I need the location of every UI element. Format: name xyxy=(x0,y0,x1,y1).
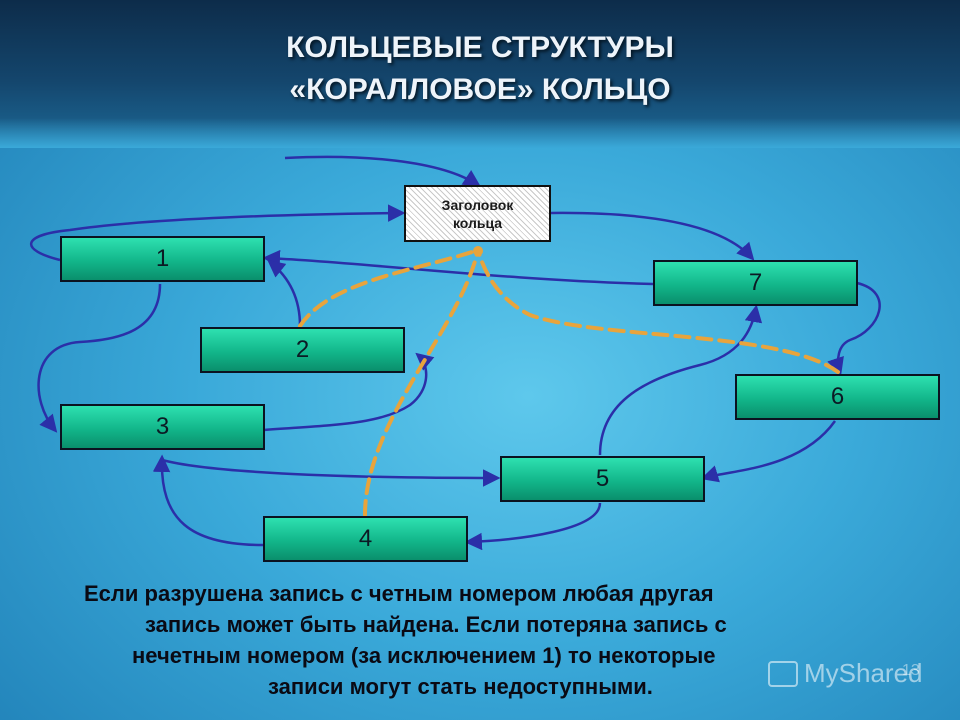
ring-node-3: 3 xyxy=(60,404,265,450)
dashed-link-2-to-header xyxy=(298,248,480,328)
caption-line-3: нечетным номером (за исключением 1) то н… xyxy=(132,643,716,668)
link-3-to-5 xyxy=(161,458,501,487)
link-4-to-3 xyxy=(152,454,264,547)
watermark-text: MyShared xyxy=(804,658,923,688)
link-5-to-7 xyxy=(598,304,763,456)
slide-header-band xyxy=(0,0,960,148)
ring-header-line2: кольца xyxy=(452,214,503,231)
link-header-to-7 xyxy=(550,211,755,261)
ring-node-4: 4 xyxy=(263,516,468,562)
dashed-links-junction xyxy=(473,246,483,256)
link-2-to-1 xyxy=(267,259,302,327)
dashed-link-6-to-header xyxy=(476,248,840,374)
watermark-logo-icon xyxy=(768,660,798,687)
link-top-to-header xyxy=(284,155,481,187)
link-5-to-4 xyxy=(464,502,602,551)
ring-node-6: 6 xyxy=(735,374,940,420)
ring-node-1: 1 xyxy=(60,236,265,282)
link-3-to-2 xyxy=(263,352,435,432)
ring-node-7: 7 xyxy=(653,260,858,306)
link-7-to-6 xyxy=(827,281,881,376)
caption-line-1: Если разрушена запись с четным номером л… xyxy=(84,581,714,606)
ring-node-2: 2 xyxy=(200,327,405,373)
link-1-to-header xyxy=(29,204,406,262)
caption-line-2: запись может быть найдена. Если потеряна… xyxy=(145,612,727,637)
watermark: MyShared xyxy=(768,658,923,689)
slide-title-line2: «КОРАЛЛОВОЕ» КОЛЬЦО xyxy=(289,73,671,106)
ring-header-line1: Заголовок xyxy=(441,196,514,213)
ring-node-5: 5 xyxy=(500,456,705,502)
slide-title-line1: КОЛЬЦЕВЫЕ СТРУКТУРЫ xyxy=(286,31,674,64)
caption-line-4: записи могут стать недоступными. xyxy=(268,674,653,699)
dashed-link-4-to-header xyxy=(363,248,480,517)
link-7-to-1 xyxy=(262,249,654,286)
ring-header-box: Заголовок кольца xyxy=(404,185,551,242)
link-6-to-5 xyxy=(700,420,837,483)
link-1-to-3 xyxy=(37,283,162,433)
page-number: 13 xyxy=(902,662,920,679)
